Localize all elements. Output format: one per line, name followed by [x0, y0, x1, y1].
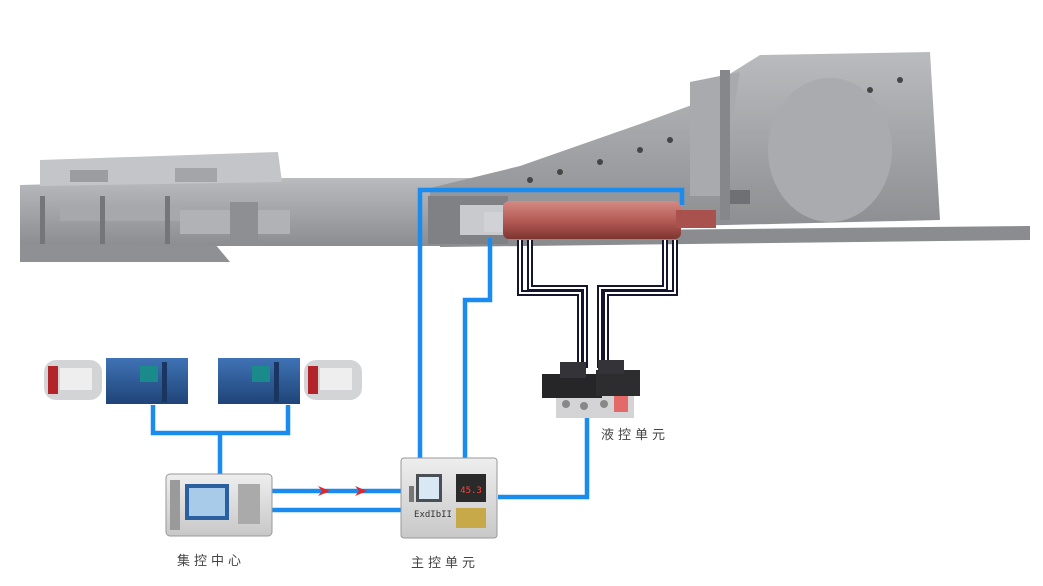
label-main-control: 主控单元 [411, 556, 480, 571]
label-central-control: 集控中心 [177, 554, 246, 569]
hydraulic-control-unit [542, 360, 640, 418]
cabinet-left [106, 358, 188, 404]
label-hydraulic-unit: 液控单元 [601, 428, 670, 443]
hydraulic-hoses [517, 240, 678, 368]
motor-right [304, 360, 362, 400]
machine-body [20, 52, 1030, 262]
main-control-box: 45.3 ExdIbII [400, 457, 498, 539]
central-control-box [165, 473, 273, 537]
hose-left-b [527, 240, 588, 368]
cabinet-right [218, 358, 300, 404]
signal-lines [150, 187, 685, 513]
main-control-display: 45.3 [460, 486, 482, 496]
main-control-nameplate: ExdIbII [414, 510, 452, 520]
hose-right-a [597, 240, 668, 368]
red-arrow-icon [318, 486, 330, 496]
signal-line-cabinets [150, 405, 291, 436]
flow-arrows [318, 486, 367, 496]
red-arrow-icon [355, 486, 367, 496]
motor-left [44, 360, 102, 400]
hydraulic-cylinder [484, 201, 716, 239]
signal-line-cylinder [462, 238, 493, 460]
signal-line-hydraulic [498, 418, 590, 500]
signal-line-sensor-loop [417, 187, 685, 460]
